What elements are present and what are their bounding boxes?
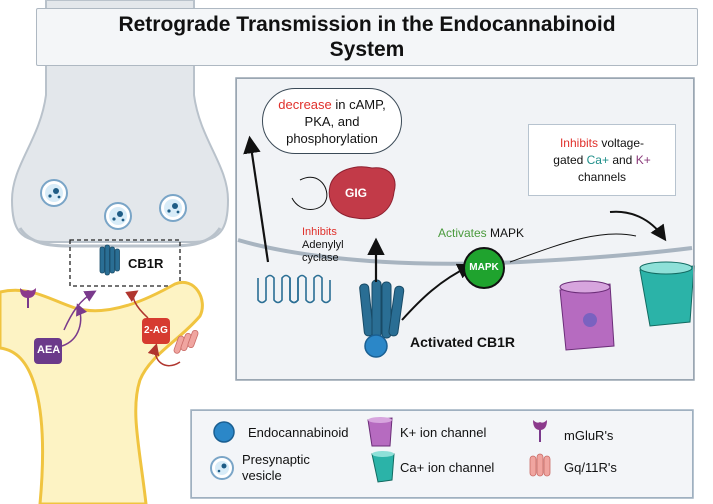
cb1r-label: CB1R [128, 256, 164, 271]
ca-channel-icon [371, 451, 395, 483]
title-box: Retrograde Transmission in the Endocanna… [36, 8, 698, 66]
arrow-to-mapk [401, 263, 474, 321]
membrane-receptor-left [257, 274, 331, 304]
adenylyl-block: Inhibits Adenylyl cyclase [302, 226, 344, 265]
k-channel-icon [367, 417, 393, 447]
channels-word: channels [577, 170, 627, 184]
gig-label: GIG [345, 186, 368, 200]
activates-mapk-label: Activates MAPK [438, 226, 524, 240]
activates-word: Activates [438, 226, 487, 240]
mapk-text: MAPK [486, 226, 525, 240]
k-word: K+ [635, 153, 651, 167]
legend-vesicle: vesicle [242, 468, 282, 483]
two-ag-to-cb1r-arrow [125, 290, 149, 319]
gq-to-two-ag-arrow [147, 343, 181, 367]
legend-presynaptic: Presynaptic [242, 452, 310, 467]
and-word: and [609, 153, 636, 167]
channel-inhibits-word: Inhibits [559, 136, 598, 150]
adenylyl-label: Adenylyl [302, 239, 344, 251]
gated-word: gated [553, 153, 587, 167]
aea-label: AEA [37, 344, 61, 356]
mapk-circle-label: MAPK [469, 262, 499, 273]
detail-membrane [237, 238, 693, 266]
aea-release-arrow [61, 303, 88, 347]
gq-receptor-small [173, 329, 199, 354]
activated-cb1r-label: Activated CB1R [410, 334, 516, 350]
presynaptic-vesicle-icon [210, 456, 234, 480]
inhibits-word: Inhibits [302, 226, 337, 238]
voltage-word: voltage- [598, 136, 645, 150]
detail-panel [236, 78, 694, 380]
mglur-icon [533, 420, 547, 442]
cyclase-label: cyclase [302, 252, 339, 264]
page-title: Retrograde Transmission in the Endocanna… [118, 13, 616, 61]
presynaptic-vesicle [104, 202, 132, 230]
legend-endocannabinoid: Endocannabinoid [248, 425, 349, 440]
presynaptic-membrane [18, 227, 222, 248]
postsynaptic-neuron [0, 280, 204, 504]
aea-to-cb1r-arrow [63, 290, 97, 331]
bubble-line3: phosphorylation [286, 131, 378, 146]
mglur-receptor-left [20, 288, 36, 308]
legend-bg [190, 409, 694, 499]
arrow-to-channels [609, 210, 667, 242]
endocannabinoid-bound [364, 334, 388, 358]
cb1r-highlight-box [69, 239, 181, 287]
legend-gq: Gq/11R's [564, 460, 617, 475]
bubble-line1: in cAMP, [331, 97, 386, 112]
aea-molecule [34, 338, 62, 364]
legend-mglur: mGluR's [564, 428, 614, 443]
legend-box [191, 410, 693, 498]
ca-word: Ca+ [586, 153, 609, 167]
presynaptic-vesicle [159, 194, 187, 222]
gig-connector [291, 177, 328, 210]
ca-ion-channel [639, 261, 695, 327]
presynaptic-vesicle [40, 179, 68, 207]
bubble-line2: PKA, and [304, 114, 360, 129]
mapk-to-channels-arrow [509, 233, 637, 263]
decrease-word: decrease [278, 97, 332, 112]
gq-receptor-icon [529, 453, 551, 477]
mapk-circle [463, 247, 505, 289]
k-ion-channel [559, 280, 615, 351]
effect-bubble: decrease in cAMP, PKA, and phosphorylati… [262, 88, 402, 154]
legend-k-channel: K+ ion channel [400, 425, 487, 440]
cb1r-receptor-small [99, 244, 120, 276]
channel-inhibit-box: Inhibits voltage- gated Ca+ and K+ chann… [528, 124, 676, 196]
endocannabinoid-icon [213, 421, 235, 443]
two-ag-label: 2-AG [144, 325, 168, 336]
gig-protein [328, 166, 396, 220]
activated-cb1r-receptor [359, 279, 405, 339]
up-arrow-to-bubble [243, 135, 270, 263]
legend-ca-channel: Ca+ ion channel [400, 460, 495, 475]
two-ag-molecule [142, 318, 170, 344]
